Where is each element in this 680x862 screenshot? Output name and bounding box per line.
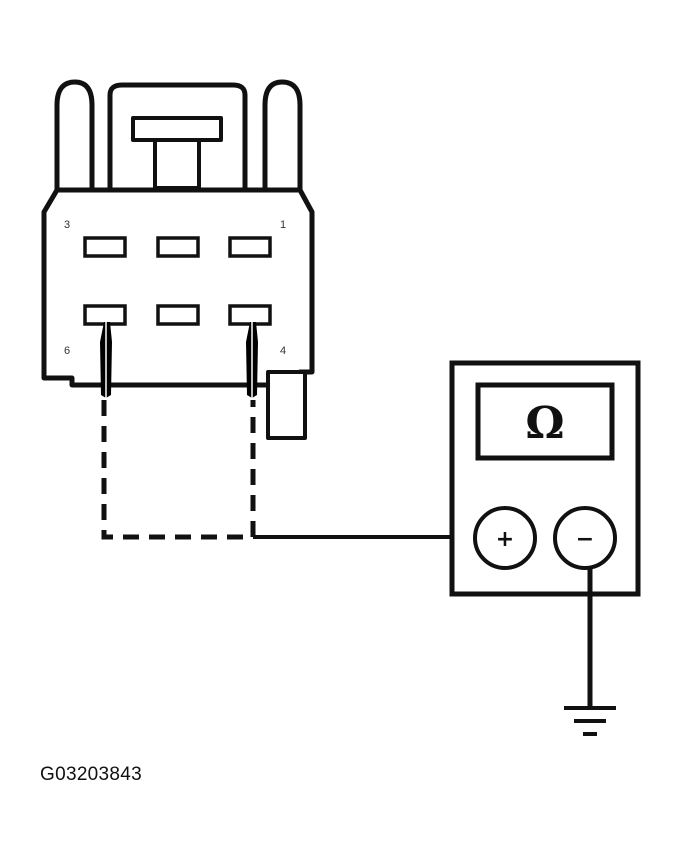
pin-cavity-6 [83, 304, 127, 326]
dashed-lead [101, 400, 256, 540]
pin-cavity-3 [83, 236, 127, 258]
pin-cavity-2 [156, 236, 200, 258]
pin-label-3: 3 [64, 219, 70, 231]
pin-cavities [83, 236, 272, 326]
ground-icon [564, 706, 616, 736]
negative-terminal-sign: − [576, 527, 594, 552]
connector-right-latch [262, 79, 303, 193]
negative-terminal [553, 506, 617, 570]
pin-label-1: 1 [280, 219, 286, 231]
connector-body [41, 187, 315, 388]
connector-release-button [131, 116, 223, 142]
jumper-wires-dashed [101, 400, 256, 540]
pin-label-4: 4 [280, 345, 286, 357]
pin-cavity-5 [156, 304, 200, 326]
connector [41, 79, 315, 440]
ohmmeter: Ω + − [449, 360, 641, 597]
connector-side-tab [266, 370, 307, 440]
connector-release-stem [153, 138, 201, 190]
pin-label-6: 6 [64, 345, 70, 357]
pin-cavity-4 [228, 304, 272, 326]
figure-id: G03203843 [40, 764, 143, 785]
pin-cavity-1 [228, 236, 272, 258]
positive-terminal [473, 506, 537, 570]
ohm-symbol: Ω [525, 398, 564, 449]
positive-terminal-sign: + [496, 527, 514, 552]
test-probes [100, 320, 258, 398]
connector-left-latch [54, 79, 95, 193]
meter-display [475, 382, 615, 461]
